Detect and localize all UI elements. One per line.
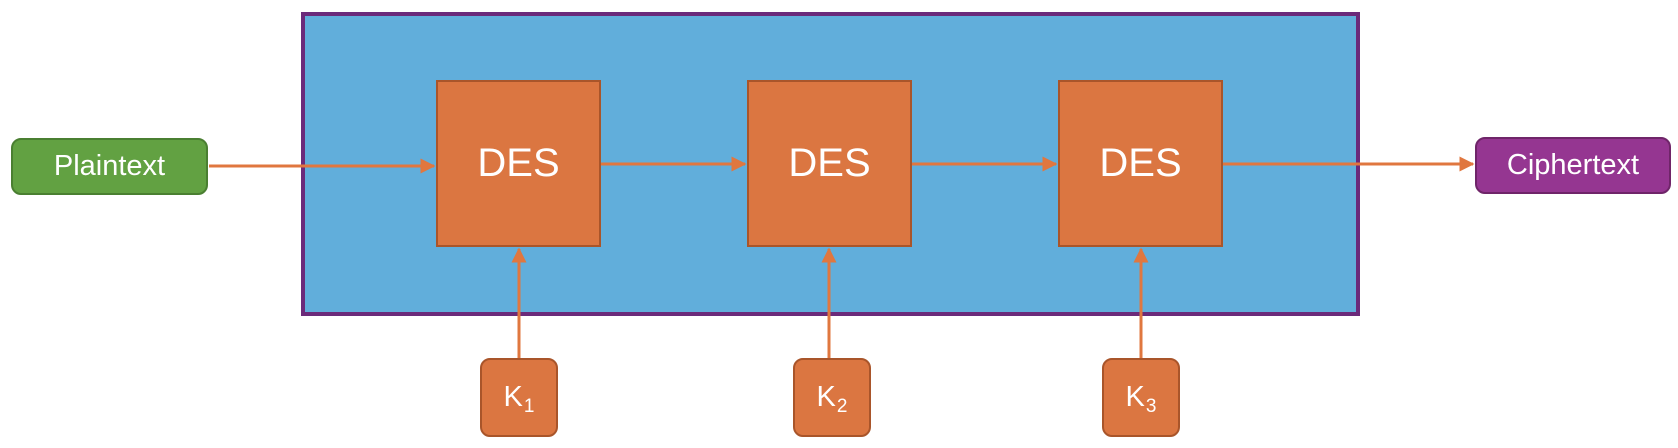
des-block-2: DES <box>747 80 912 247</box>
key-2-subscript: 2 <box>836 395 848 417</box>
ciphertext-node: Ciphertext <box>1475 137 1671 194</box>
key-3-letter: K <box>1125 381 1145 413</box>
key-1-subscript: 1 <box>523 395 535 417</box>
des-block-1: DES <box>436 80 601 247</box>
ciphertext-label: Ciphertext <box>1506 149 1640 181</box>
plaintext-node: Plaintext <box>11 138 208 195</box>
key-3-subscript: 3 <box>1145 395 1157 417</box>
des-block-3-label: DES <box>1099 141 1182 185</box>
key-2-letter: K <box>816 381 836 413</box>
des-block-3: DES <box>1058 80 1223 247</box>
des-block-1-label: DES <box>477 141 560 185</box>
plaintext-label: Plaintext <box>53 150 166 182</box>
key-1-letter: K <box>503 381 523 413</box>
des-block-2-label: DES <box>788 141 871 185</box>
